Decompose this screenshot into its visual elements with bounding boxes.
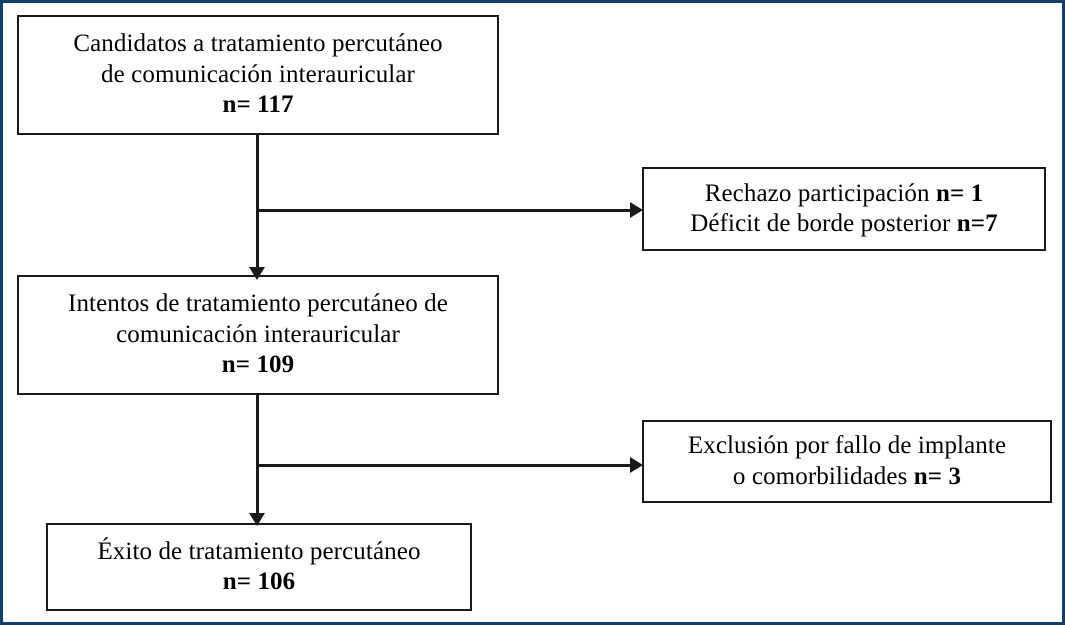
- node-excluded-bottom-line-1: Exclusión por fallo de implante: [687, 432, 1007, 459]
- node-candidates-count: n= 117: [222, 91, 294, 119]
- connector-attempts-to-excluded-bottom: [256, 464, 635, 467]
- node-excluded-top-line-2: Déficit de borde posterior n=7: [690, 209, 997, 240]
- node-excluded-bottom-line-2-text: o comorbilidades: [732, 462, 914, 490]
- node-excluded-top: Rechazo participación n= 1 Déficit de bo…: [642, 167, 1046, 251]
- node-excluded-top-line-2-text: Déficit de borde posterior: [690, 210, 957, 237]
- node-attempts-line-2: comunicación interauricular: [116, 320, 400, 348]
- node-excluded-top-line-1-text: Rechazo participación: [704, 179, 936, 207]
- node-candidates-line-1: Candidatos a tratamiento percutáneo: [73, 30, 443, 58]
- connector-candidates-to-excluded-top: [256, 209, 635, 212]
- arrowhead-down-icon: [249, 267, 265, 280]
- arrowhead-right-icon: [630, 457, 643, 473]
- connector-candidates-to-attempts: [256, 135, 259, 277]
- connector-attempts-to-success: [256, 395, 259, 523]
- node-excluded-top-line-1: Rechazo participación n= 1: [705, 179, 984, 210]
- node-success: Éxito de tratamiento percutáneo n= 106: [46, 523, 472, 611]
- arrowhead-right-icon: [630, 202, 643, 218]
- node-excluded-bottom-line-2: o comorbilidades n= 3: [733, 462, 961, 493]
- arrowhead-down-icon: [249, 513, 265, 526]
- node-attempts-line-1: Intentos de tratamiento percutáneo de: [68, 290, 448, 318]
- node-excluded-bottom: Exclusión por fallo de implante o comorb…: [642, 420, 1052, 503]
- node-excluded-top-line-1-count: n= 1: [935, 179, 984, 207]
- node-candidates-line-2: de comunicación interauricular: [101, 60, 415, 88]
- node-attempts: Intentos de tratamiento percutáneo de co…: [17, 275, 499, 395]
- node-success-count: n= 106: [222, 568, 296, 595]
- node-attempts-count: n= 109: [221, 351, 295, 379]
- node-excluded-top-line-2-count: n=7: [956, 210, 998, 237]
- node-excluded-bottom-line-2-count: n= 3: [913, 462, 962, 490]
- node-success-line-1: Éxito de tratamiento percutáneo: [97, 537, 421, 565]
- node-candidates: Candidatos a tratamiento percutáneo de c…: [17, 15, 499, 135]
